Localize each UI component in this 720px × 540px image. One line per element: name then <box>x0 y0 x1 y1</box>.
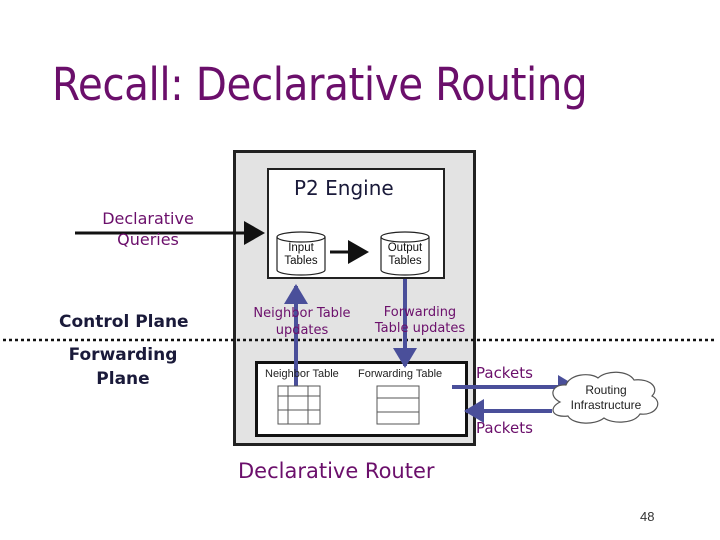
p2-engine-label: P2 Engine <box>294 176 394 200</box>
input-tables-cylinder-icon <box>276 231 326 276</box>
control-plane-label: Control Plane <box>59 312 189 332</box>
packets-out-label: Packets <box>476 364 533 382</box>
slide-title: Recall: Declarative Routing <box>52 58 588 111</box>
page-number: 48 <box>640 509 655 524</box>
forwarding-table-grid-icon <box>376 385 420 425</box>
declarative-router-label: Declarative Router <box>238 459 435 483</box>
output-tables-cylinder-icon <box>380 231 430 276</box>
packets-in-label: Packets <box>476 419 533 437</box>
neighbor-table-grid-icon <box>277 385 321 425</box>
forwarding-table-label: Forwarding Table <box>358 368 443 380</box>
neighbor-table-label: Neighbor Table <box>265 368 339 380</box>
routing-infrastructure-cloud-icon <box>552 371 659 424</box>
